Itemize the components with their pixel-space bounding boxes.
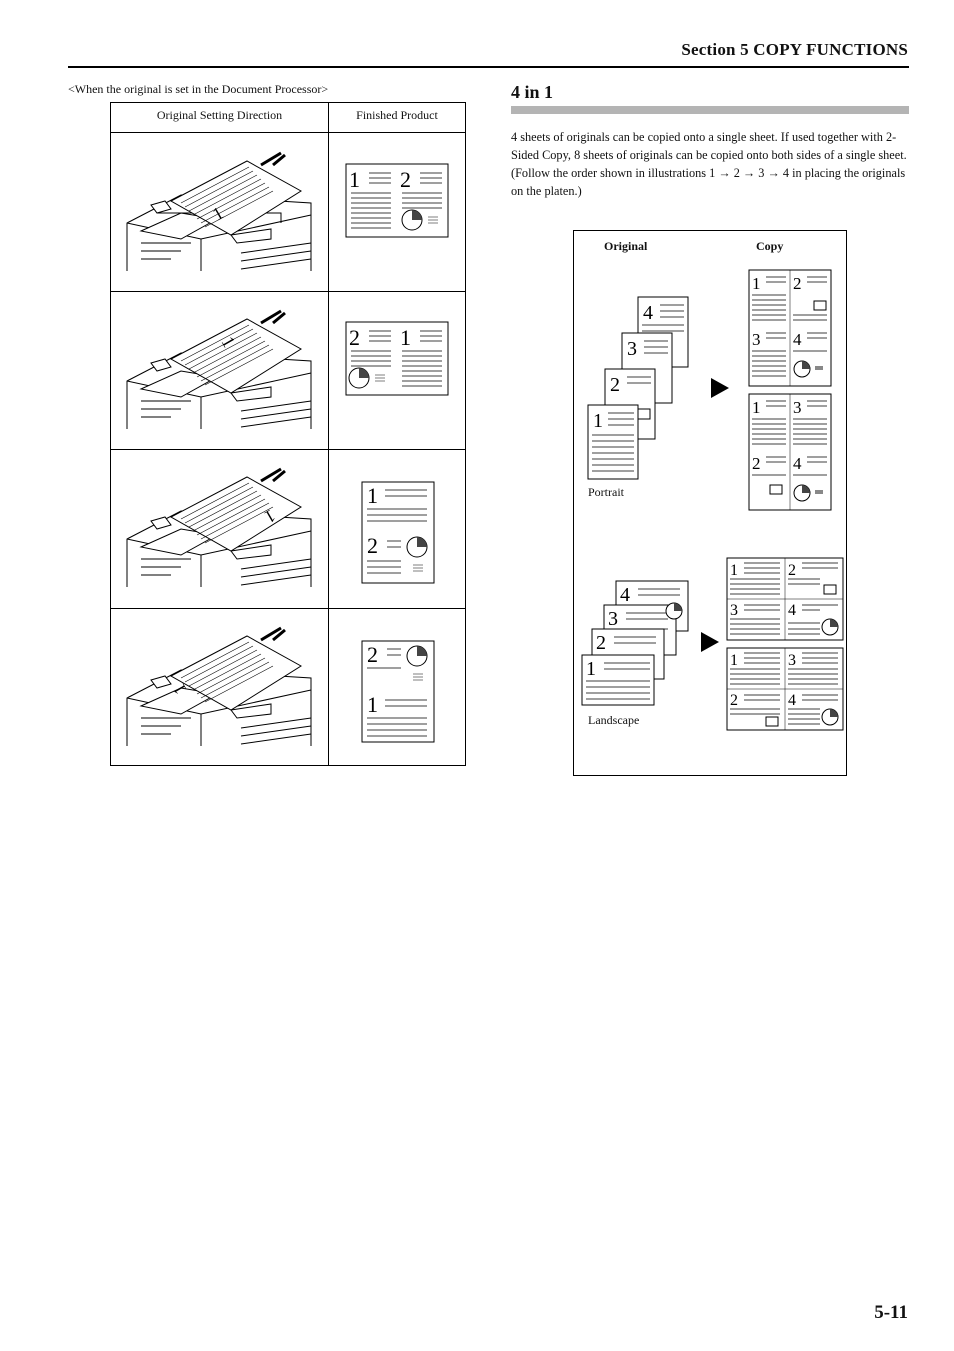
arrow-right-icon xyxy=(711,378,729,398)
header-rule xyxy=(68,66,909,68)
document-processor-illustration: 1 xyxy=(126,309,312,429)
portrait-originals-stack: 4 3 2 1 xyxy=(587,296,689,480)
two-in-one-portrait-output: 1 2 xyxy=(361,481,435,584)
svg-text:1: 1 xyxy=(730,562,738,579)
svg-text:3: 3 xyxy=(793,398,802,417)
svg-text:3: 3 xyxy=(608,608,618,630)
two-in-one-landscape-output: 1 2 xyxy=(345,163,449,238)
four-in-one-portrait-copy: 1 2 3 4 xyxy=(748,269,832,387)
table-caption: <When the original is set in the Documen… xyxy=(68,82,329,96)
heading-bar xyxy=(511,106,909,114)
portrait-label: Portrait xyxy=(588,485,624,499)
svg-text:2: 2 xyxy=(730,692,738,709)
two-in-one-landscape-output: 2 1 xyxy=(345,321,449,396)
four-in-one-portrait-copy-back: 1 3 2 4 xyxy=(748,393,832,511)
setting-direction-table: Original Setting Direction Finished Prod… xyxy=(110,102,466,766)
svg-text:1: 1 xyxy=(400,325,411,350)
svg-text:1: 1 xyxy=(730,652,738,669)
description-paragraph: 4 sheets of originals can be copied onto… xyxy=(511,130,907,162)
svg-text:4: 4 xyxy=(788,602,796,619)
svg-text:1: 1 xyxy=(367,692,378,717)
svg-text:1: 1 xyxy=(586,658,596,680)
svg-text:4: 4 xyxy=(620,584,630,606)
svg-text:2: 2 xyxy=(367,642,378,667)
svg-text:2: 2 xyxy=(349,325,360,350)
original-label: Original xyxy=(604,239,648,253)
landscape-label: Landscape xyxy=(588,713,640,727)
section-title: Section 5 COPY FUNCTIONS xyxy=(681,40,908,59)
svg-text:2: 2 xyxy=(752,454,761,473)
four-in-one-landscape-copy: 1 2 3 4 xyxy=(726,557,844,641)
row-divider xyxy=(111,291,465,292)
svg-text:1: 1 xyxy=(752,398,761,417)
column-header-finished-product: Finished Product xyxy=(356,108,438,122)
column-divider xyxy=(328,103,329,765)
svg-text:2: 2 xyxy=(610,374,620,396)
svg-text:2: 2 xyxy=(367,533,378,558)
description-note: (Follow the order shown in illustrations… xyxy=(511,166,906,198)
svg-text:2: 2 xyxy=(400,167,411,192)
svg-text:2: 2 xyxy=(793,274,802,293)
svg-text:4: 4 xyxy=(643,302,653,324)
svg-text:3: 3 xyxy=(627,338,637,360)
row-divider xyxy=(111,449,465,450)
svg-text:4: 4 xyxy=(788,692,796,709)
document-processor-illustration: 1 xyxy=(126,151,312,271)
svg-text:2: 2 xyxy=(788,562,796,579)
row-divider xyxy=(111,132,465,133)
landscape-originals-stack: 4 3 2 1 xyxy=(581,580,689,706)
column-header-original-setting-direction: Original Setting Direction xyxy=(156,108,283,122)
document-processor-illustration: 1 xyxy=(126,626,312,746)
svg-text:4: 4 xyxy=(793,330,802,349)
svg-text:1: 1 xyxy=(367,483,378,508)
copy-label: Copy xyxy=(756,239,784,253)
svg-text:3: 3 xyxy=(730,602,738,619)
page-number: 5-11 xyxy=(874,1302,908,1323)
document-processor-illustration: 1 xyxy=(126,467,312,587)
two-in-one-portrait-output: 2 1 xyxy=(361,640,435,743)
svg-text:2: 2 xyxy=(596,632,606,654)
four-in-one-landscape-copy-back: 1 3 2 4 xyxy=(726,647,844,731)
description-text: 4 sheets of originals can be copied onto… xyxy=(511,128,911,200)
four-in-one-diagram: Original Copy Portrait Landscape 4 3 2 1… xyxy=(573,230,847,776)
svg-text:4: 4 xyxy=(793,454,802,473)
svg-text:1: 1 xyxy=(349,167,360,192)
svg-text:3: 3 xyxy=(788,652,796,669)
svg-text:1: 1 xyxy=(752,274,761,293)
arrow-right-icon xyxy=(701,632,719,652)
row-divider xyxy=(111,608,465,609)
svg-text:1: 1 xyxy=(593,410,603,432)
svg-text:3: 3 xyxy=(752,330,761,349)
section-heading: 4 in 1 xyxy=(511,82,554,102)
